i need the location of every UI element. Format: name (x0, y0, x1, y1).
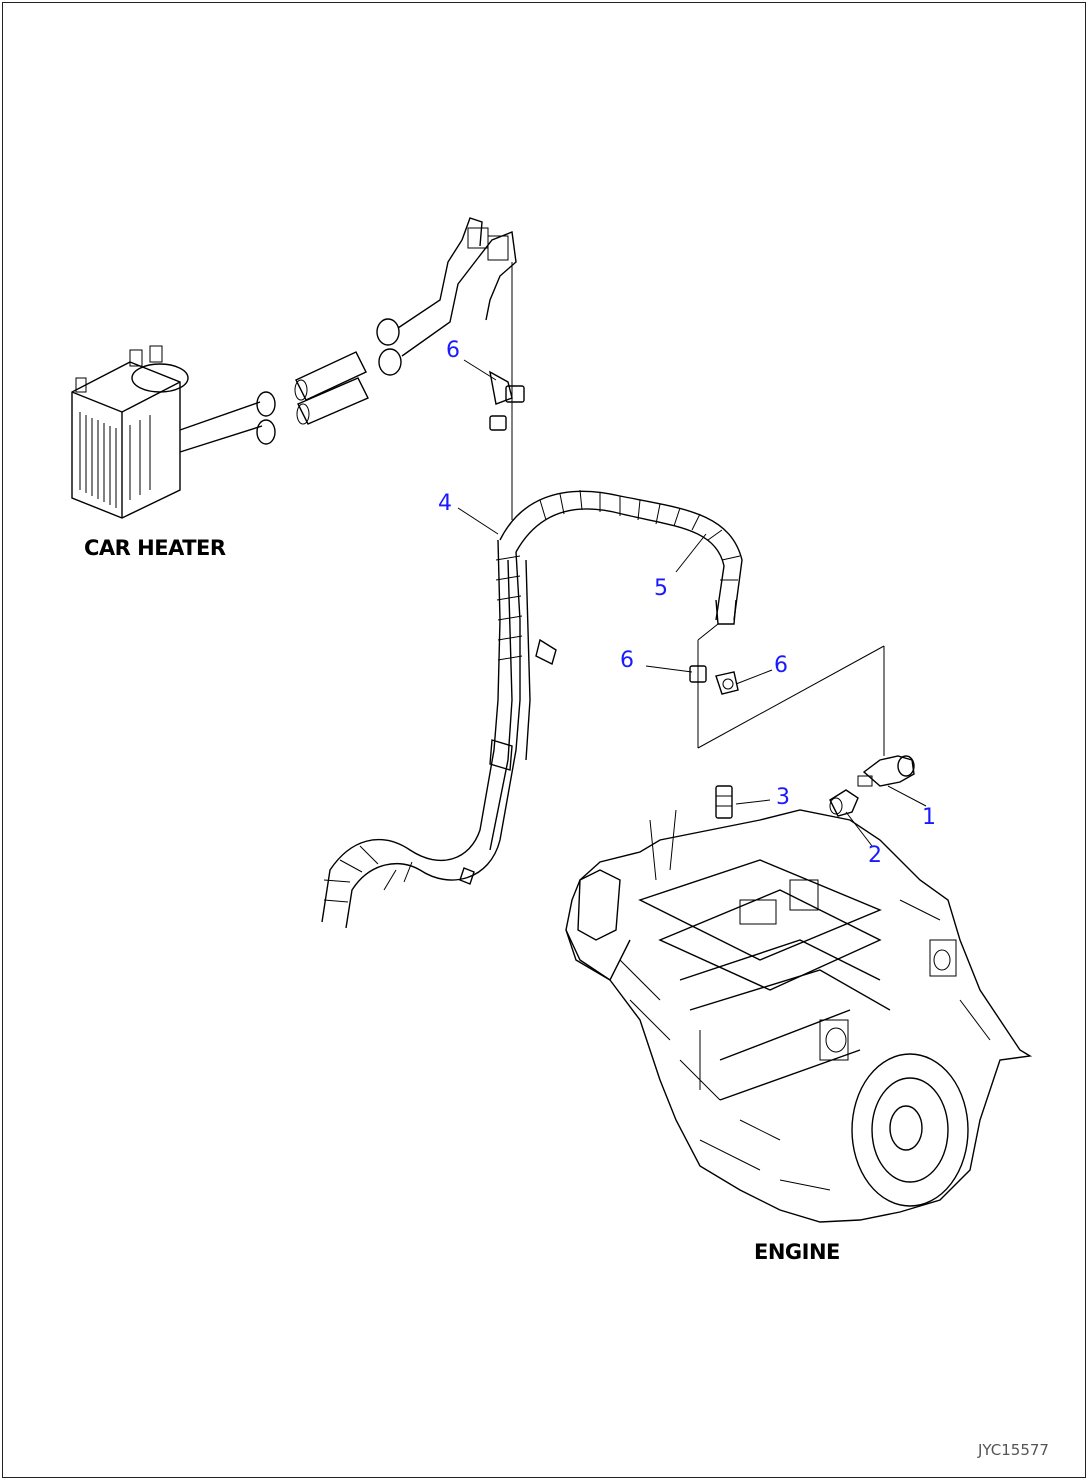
leader-lines-mid (697, 623, 885, 756)
callout-5: 5 (654, 576, 668, 601)
hose-clip-top (489, 370, 525, 431)
callout-4: 4 (438, 491, 452, 516)
callout-6-left: 6 (620, 648, 634, 673)
heater-hose-assembly (321, 489, 743, 929)
callout-leaders (457, 359, 927, 847)
hose-clip-mid (689, 665, 739, 695)
part-1-fitting (857, 755, 915, 787)
callout-3: 3 (776, 785, 790, 810)
part-2-fitting (829, 789, 859, 817)
callout-6-right: 6 (774, 653, 788, 678)
drawing-id: JYC15577 (977, 1441, 1049, 1459)
callout-1: 1 (922, 805, 936, 830)
callout-6-top: 6 (446, 338, 460, 363)
caption-engine: ENGINE (754, 1240, 840, 1264)
callout-2: 2 (868, 843, 882, 868)
caption-car-heater: CAR HEATER (84, 536, 226, 560)
engine-drawing (565, 809, 1033, 1223)
car-heater-drawing (71, 217, 517, 519)
part-3-nipple (715, 785, 733, 819)
